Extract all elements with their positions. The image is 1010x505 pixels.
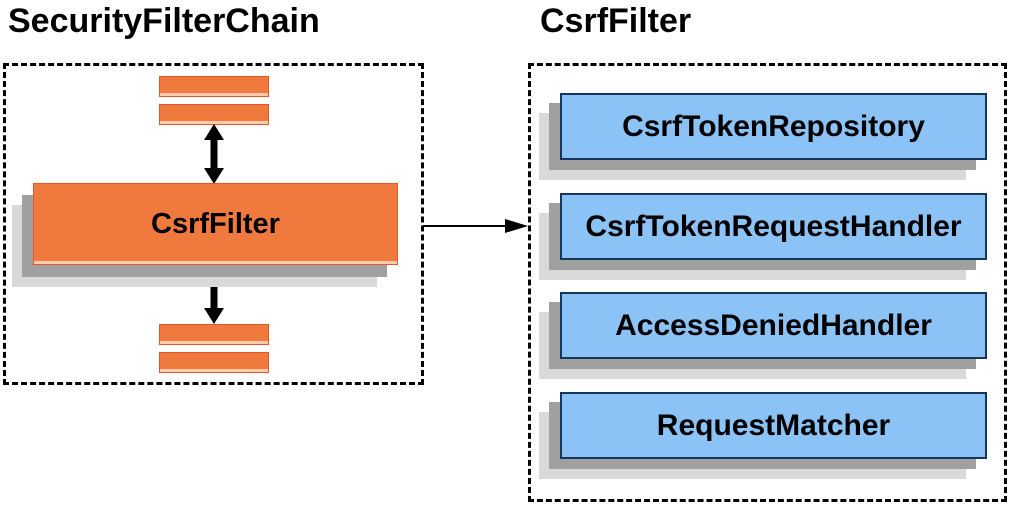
csrf-filter-title: CsrfFilter [540,2,692,40]
component-box-request-matcher: RequestMatcher [560,392,987,459]
flow-arrow-icon [423,219,528,233]
component-label: RequestMatcher [656,408,891,442]
csrf-filter-box-label: CsrfFilter [151,207,280,240]
component-box-access-denied-handler: AccessDeniedHandler [560,292,987,359]
csrf-filter-box: CsrfFilter [33,183,398,265]
component-box-csrf-token-repository: CsrfTokenRepository [560,93,987,160]
filter-placeholder-bar [159,324,269,345]
csrf-filter-panel [528,63,1007,502]
component-box-csrf-token-request-handler: CsrfTokenRequestHandler [560,193,987,260]
filter-placeholder-bar [159,352,269,373]
double-arrow-icon [204,264,224,324]
filter-placeholder-bar [159,76,269,97]
component-label: CsrfTokenRequestHandler [585,209,962,243]
security-filter-chain-title: SecurityFilterChain [8,2,320,40]
filter-placeholder-bar [159,104,269,125]
component-label: CsrfTokenRepository [622,109,925,143]
component-label: AccessDeniedHandler [615,308,932,342]
double-arrow-icon [204,124,224,184]
security-filter-chain-panel [3,63,424,385]
